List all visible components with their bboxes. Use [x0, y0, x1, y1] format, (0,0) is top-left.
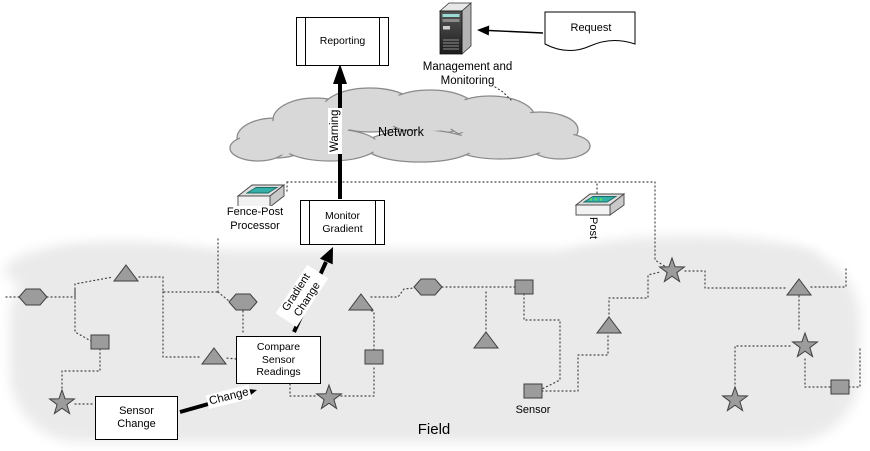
post-device-icon: [574, 193, 626, 216]
warning-arrowhead: [333, 64, 347, 84]
compare-sensor-readings-box: Compare Sensor Readings: [236, 336, 321, 384]
request-arrowhead: [477, 25, 490, 36]
sensor-triangle: [201, 347, 227, 365]
reporting-box: Reporting: [296, 17, 389, 66]
sensor-square: [364, 349, 384, 365]
fence-post-device-icon: [236, 184, 286, 208]
sensor-triangle: [113, 264, 139, 282]
sensor-star: [658, 256, 686, 283]
server-icon: [438, 2, 473, 55]
monitor-gradient-box: Monitor Gradient: [300, 200, 385, 245]
sensor-triangle: [473, 331, 499, 349]
sensor-star: [791, 331, 819, 358]
warning-arrow-label: Warning: [328, 107, 343, 154]
request-document-shape: [544, 11, 636, 51]
sensor-change-label: Sensor Change: [117, 404, 156, 430]
sensor-star: [721, 385, 749, 412]
sensor-square: [523, 383, 543, 399]
sensor-triangle: [596, 316, 622, 334]
gradient-change-arrowhead: [319, 247, 333, 265]
management-cloud-link: [494, 86, 512, 101]
sensor-square: [514, 279, 534, 295]
sensor-label: Sensor: [515, 404, 551, 416]
request-arrow: [488, 29, 544, 34]
network-label: Network: [378, 125, 424, 139]
sensor-hexagon: [228, 293, 258, 311]
sensor-layer: [18, 256, 850, 415]
request-label: Request: [570, 22, 612, 34]
sensor-star: [315, 383, 343, 410]
sensor-triangle: [786, 278, 812, 296]
backbone-link: [286, 181, 667, 268]
monitor-gradient-box-label: Monitor Gradient: [322, 209, 363, 235]
field-label: Field: [417, 421, 451, 438]
sensor-star: [48, 388, 76, 415]
sensor-hexagon: [18, 288, 48, 306]
sensor-triangle: [348, 293, 374, 311]
reporting-box-label: Reporting: [319, 35, 366, 48]
network-cloud-icon: [229, 87, 591, 163]
fence-post-processor-label: Fence-Post Processor: [213, 206, 297, 234]
post-label: Post: [587, 217, 599, 240]
compare-sensor-readings-label: Compare Sensor Readings: [256, 341, 301, 379]
sensor-mesh-links: [5, 237, 861, 405]
management-monitoring-label: Management and Monitoring: [422, 61, 513, 88]
sensor-change-box: Sensor Change: [95, 396, 178, 440]
sensor-square: [90, 334, 110, 350]
sensor-square: [830, 379, 850, 395]
sensor-hexagon: [413, 278, 443, 296]
